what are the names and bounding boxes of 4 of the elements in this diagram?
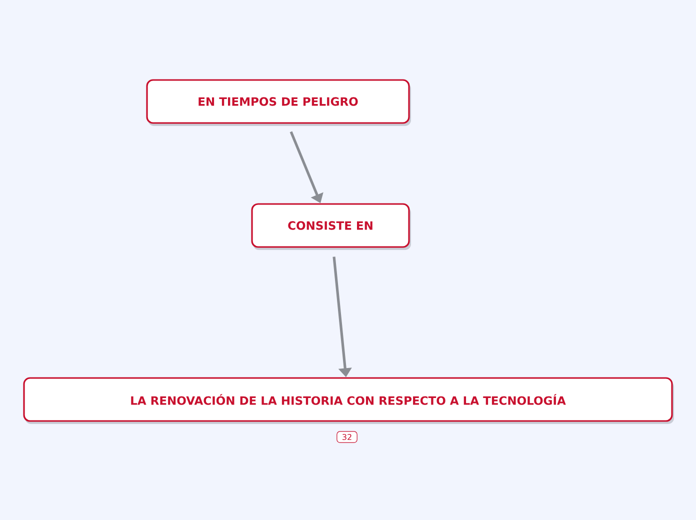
topic-box: CONSISTE EN [251, 203, 411, 250]
topic-box: LA RENOVACIÓN DE LA HISTORIA CON RESPECTO A LA TECNOLOGÍA [23, 377, 674, 424]
topic-box: EN TIEMPOS DE PELIGRO [146, 79, 411, 126]
count-badge: 32 [336, 431, 358, 443]
